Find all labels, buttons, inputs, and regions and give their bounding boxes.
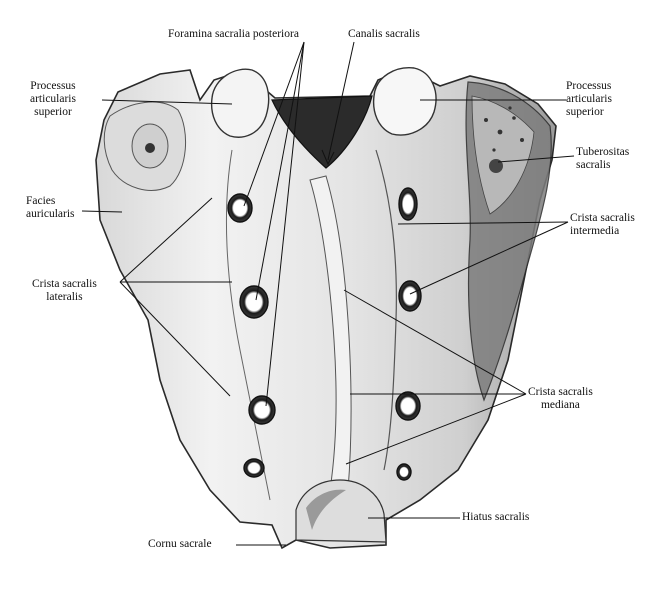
posterior-foramina-right — [395, 187, 422, 481]
label-processus-left: Processus articularis superior — [30, 80, 76, 118]
label-crista-lateralis: Crista sacralis lateralis — [32, 278, 97, 303]
label-canalis-sacralis: Canalis sacralis — [348, 28, 420, 40]
sacrum-body — [95, 69, 557, 550]
sacral-hiatus — [295, 479, 387, 543]
label-crista-intermedia: Crista sacralis intermedia — [570, 212, 635, 237]
label-foramina-sacralia: Foramina sacralia posteriora — [168, 28, 299, 40]
right-articular-process — [372, 67, 437, 136]
label-cornu-sacrale: Cornu sacrale — [148, 538, 212, 550]
left-articular-process — [210, 68, 270, 138]
leader-lines — [81, 41, 575, 546]
label-crista-mediana: Crista sacralis mediana — [528, 386, 593, 411]
label-tuberositas: Tuberositas sacralis — [576, 146, 630, 171]
label-processus-right: Processus articularis superior — [566, 80, 612, 118]
label-hiatus-sacralis: Hiatus sacralis — [462, 511, 530, 523]
sacral-canal — [271, 95, 373, 169]
posterior-foramina-left — [227, 193, 276, 478]
label-facies-auricularis: Facies auricularis — [26, 195, 75, 220]
